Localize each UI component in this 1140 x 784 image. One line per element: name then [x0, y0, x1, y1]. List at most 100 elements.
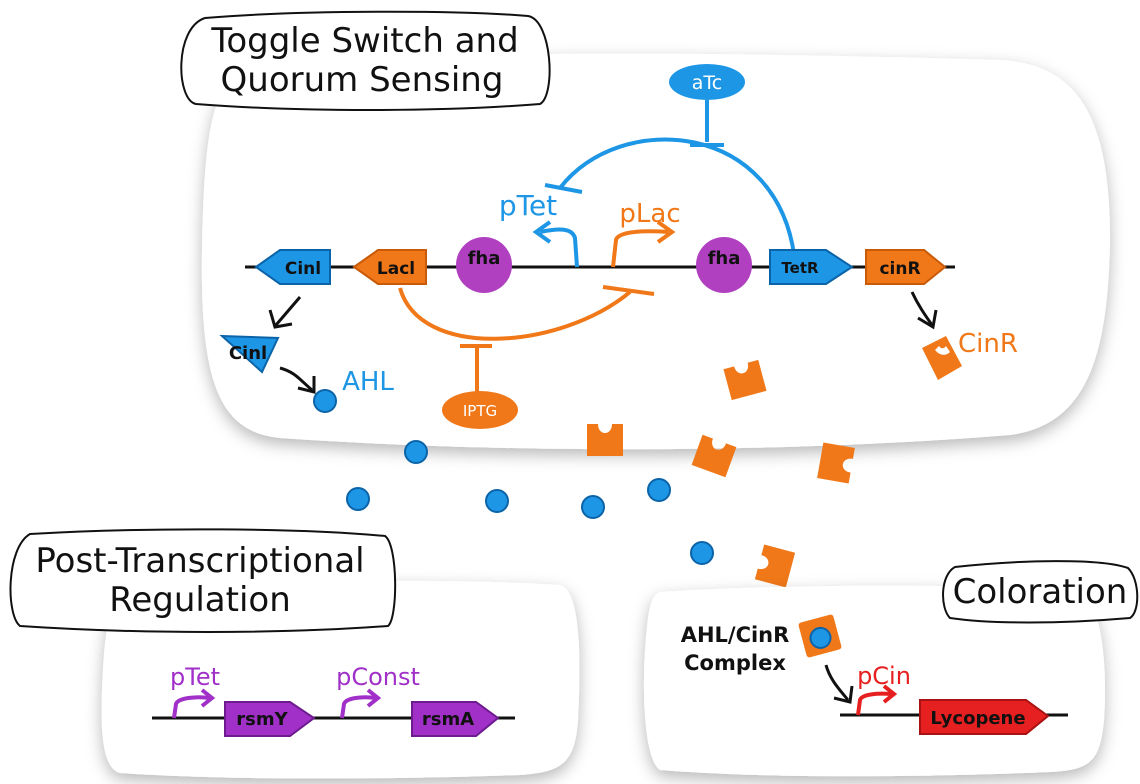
ptet-arrowhead — [532, 220, 552, 244]
ptet-promoter-arrow — [539, 227, 579, 268]
cinr-expression-arrow — [910, 291, 934, 326]
ahl-molecule — [404, 440, 428, 464]
cinr-molecule-shape — [817, 442, 855, 484]
toggle-title-line1: Toggle Switch and — [210, 21, 518, 61]
tetr-repression-arc — [558, 137, 797, 263]
toggle-title-box — [180, 10, 551, 111]
complex-activation-head — [833, 685, 854, 704]
fha-2-label: fha — [708, 248, 741, 269]
gene-laci-arrow — [352, 249, 427, 285]
cinr-molecule-shape — [754, 544, 796, 588]
ahl-molecule — [690, 541, 714, 565]
cinr-molecule-shape — [723, 359, 767, 401]
post-gene-rsma-arrow — [411, 701, 500, 737]
atc-capsule — [669, 64, 745, 100]
gene-lycopene-label: Lycopene — [930, 708, 1025, 729]
protein-cinr-label: CinR — [958, 329, 1018, 359]
post-gene-rsmy-label: rsmY — [236, 709, 288, 730]
post-pconst-promoter: pConst — [336, 663, 420, 719]
post-ptet-label: pTet — [170, 663, 220, 691]
cinl-expression-arrow — [274, 296, 302, 326]
complex-activation-arrow — [824, 664, 850, 701]
cinr-molecule-shape — [587, 424, 623, 456]
pcin-head — [882, 684, 898, 704]
protein-cinl: Cinl — [219, 334, 280, 374]
toggle-panel-background — [201, 53, 1110, 450]
complex-label-line1: AHL/CinR — [681, 623, 790, 647]
ahl-molecule — [485, 489, 509, 513]
ahl-cinr-complex — [798, 614, 842, 658]
cinr-molecule — [754, 544, 796, 588]
post-gene-rsma: rsmA — [411, 701, 500, 737]
complex-label-line2: Complex — [684, 651, 786, 675]
protein-cinl-shape — [219, 334, 280, 374]
tetr-repression-bar — [544, 183, 583, 194]
gene-tetr-arrow — [769, 249, 854, 285]
post-title-line1: Post-Transcriptional — [35, 541, 364, 581]
iptg-inducer: IPTG — [442, 344, 518, 429]
terminator-fha-2: fha — [696, 237, 752, 293]
toggle-panel: Toggle Switch and Quorum Sensing aTc IPT… — [180, 10, 1110, 450]
ahl-production-head — [297, 376, 316, 394]
pcin-label: pCin — [857, 662, 911, 690]
pcin-promoter: pCin — [856, 662, 911, 716]
gene-cinl: Cinl — [254, 249, 331, 285]
fha-1-circle — [456, 237, 512, 293]
fha-2-circle — [696, 237, 752, 293]
post-gene-rsma-label: rsmA — [422, 709, 474, 730]
ahl-molecule — [313, 389, 337, 413]
ptet-promoter: pTet — [499, 189, 579, 268]
protein-cinr-shape — [922, 336, 962, 380]
post-ptet-head — [200, 688, 216, 708]
post-ptet-promoter: pTet — [170, 663, 220, 719]
gene-cinr-label: cinR — [879, 259, 920, 279]
gene-cinr-arrow — [865, 249, 947, 285]
gene-lycopene: Lycopene — [919, 699, 1050, 735]
gene-tetr-label: TetR — [781, 259, 819, 277]
cinr-molecule — [817, 442, 855, 484]
ahl-production-arrow — [279, 366, 313, 392]
gene-cinr: cinR — [865, 249, 947, 285]
protein-cinr: CinR — [922, 329, 1018, 380]
pcin-arrow — [856, 691, 893, 716]
post-pconst-arrow — [340, 695, 377, 719]
plac-promoter-arrow — [611, 229, 669, 268]
color-panel: Coloration AHL/CinR Complex pCin Lycopen… — [643, 560, 1139, 777]
cinl-expression-head — [268, 309, 293, 329]
cinr-expression-head — [917, 309, 938, 330]
toggle-title-line2: Quorum Sensing — [221, 60, 504, 100]
post-panel: Post-Transcriptional Regulation pTet rsm… — [9, 528, 580, 779]
protein-cinl-label: Cinl — [229, 343, 267, 364]
diffusing-molecules — [346, 359, 855, 588]
gene-cinl-arrow — [254, 249, 331, 285]
laci-repression-arc — [398, 287, 632, 341]
post-pconst-head — [366, 688, 382, 708]
color-title-box — [942, 560, 1139, 624]
post-title-box — [9, 528, 397, 633]
post-title-line2: Regulation — [109, 580, 291, 620]
gene-laci-label: Lacl — [377, 259, 415, 279]
ptet-label: pTet — [499, 189, 557, 222]
iptg-label: IPTG — [463, 402, 497, 420]
gene-lycopene-arrow — [919, 699, 1050, 735]
cinr-molecule — [691, 434, 737, 478]
terminator-fha-1: fha — [456, 237, 512, 293]
post-ptet-arrow — [172, 695, 211, 719]
laci-repression-bar — [602, 285, 655, 296]
gene-cinl-label: Cinl — [285, 259, 321, 279]
cinr-molecule — [723, 359, 767, 401]
color-title: Coloration — [953, 572, 1128, 612]
ahl-molecule — [647, 478, 671, 502]
plac-label: pLac — [619, 199, 680, 229]
gene-tetr: TetR — [769, 249, 854, 285]
post-pconst-label: pConst — [336, 663, 420, 691]
ahl-label: AHL — [342, 367, 394, 397]
gene-laci: Lacl — [352, 249, 427, 285]
atc-label: aTc — [692, 72, 722, 94]
cinr-molecule-shape — [691, 434, 737, 478]
ahl-molecule — [346, 487, 370, 511]
fha-1-label: fha — [468, 248, 501, 269]
complex-ahl-dot — [809, 626, 832, 649]
iptg-capsule — [442, 391, 518, 429]
post-gene-rsmy: rsmY — [224, 701, 316, 737]
